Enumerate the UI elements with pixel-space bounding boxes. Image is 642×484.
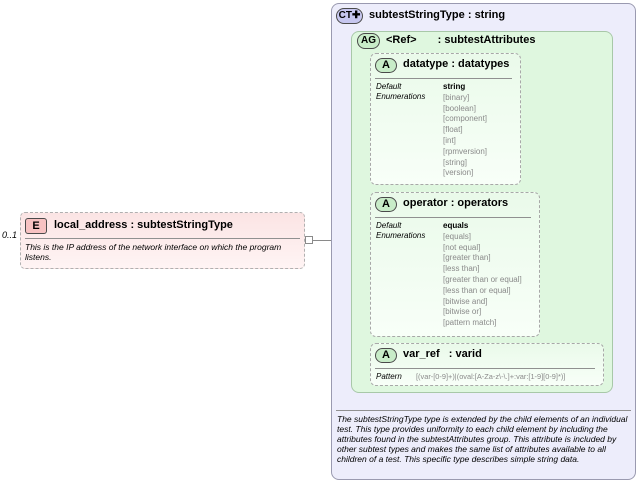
attribute-var-ref[interactable]: A var_ref : varid Pattern [(var-[0-9]+)|… bbox=[370, 343, 604, 386]
attribute-datatype-title: datatype : datatypes bbox=[403, 58, 509, 70]
complex-type-title: subtestStringType : string bbox=[369, 9, 505, 21]
attribute-var-ref-name: var_ref bbox=[403, 348, 440, 360]
attribute-datatype-name: datatype bbox=[403, 58, 449, 70]
attribute-datatype[interactable]: A datatype : datatypes Default Enumerati… bbox=[370, 53, 521, 185]
attribute-operator-colon: : bbox=[450, 197, 455, 209]
enum-item: [rpmversion] bbox=[443, 146, 488, 156]
enum-item: [string] bbox=[443, 157, 468, 167]
attribute-datatype-type: datatypes bbox=[458, 58, 510, 70]
enum-item: [bitwise or] bbox=[443, 307, 482, 317]
enum-item: [pattern match] bbox=[443, 318, 497, 328]
enum-item: [float] bbox=[443, 125, 463, 135]
attribute-operator-default-label: Default bbox=[376, 221, 402, 230]
enum-item: [not equal] bbox=[443, 242, 481, 252]
attribute-operator-badge: A bbox=[375, 197, 397, 212]
attribute-var-ref-type: varid bbox=[455, 348, 482, 360]
attribute-operator-default: equals bbox=[443, 221, 469, 230]
attribute-operator[interactable]: A operator : operators Default Enumerati… bbox=[370, 192, 540, 337]
element-title: local_address : subtestStringType bbox=[54, 219, 233, 231]
complex-type-name: subtestStringType bbox=[369, 9, 465, 21]
attribute-datatype-values: string [binary] [boolean] [component] [f… bbox=[443, 82, 487, 179]
attribute-operator-type: operators bbox=[457, 197, 509, 209]
attribute-datatype-badge: A bbox=[375, 58, 397, 73]
attribute-datatype-enum-label: Enumerations bbox=[376, 92, 426, 101]
occurrence-label: 0..1 bbox=[2, 230, 18, 240]
enum-item: [binary] bbox=[443, 92, 470, 102]
enum-item: [bitwise and] bbox=[443, 296, 488, 306]
attribute-group-badge: AG bbox=[357, 33, 380, 49]
complex-type-badge: CT✚ bbox=[336, 8, 363, 24]
enum-item: [component] bbox=[443, 114, 488, 124]
connector-element-ct bbox=[305, 240, 331, 241]
enum-item: [less than or equal] bbox=[443, 285, 511, 295]
element-badge: E bbox=[25, 218, 47, 234]
attribute-group-colon: : bbox=[437, 34, 442, 46]
enum-item: [greater than or equal] bbox=[443, 274, 522, 284]
enum-item: [boolean] bbox=[443, 103, 476, 113]
enum-item: [equals] bbox=[443, 231, 472, 241]
attribute-operator-values: equals [equals] [not equal] [greater tha… bbox=[443, 221, 522, 329]
complex-type-colon: : bbox=[467, 9, 472, 21]
attribute-operator-separator bbox=[375, 217, 531, 218]
element-type: subtestStringType bbox=[137, 219, 233, 231]
attribute-var-ref-pattern-label: Pattern bbox=[376, 372, 402, 381]
complex-type-description: The subtestStringType type is extended b… bbox=[337, 414, 628, 464]
element-name: local_address bbox=[54, 219, 128, 231]
attribute-group-name: <Ref> bbox=[386, 34, 417, 46]
attribute-operator-name: operator bbox=[403, 197, 448, 209]
element-colon: : bbox=[130, 219, 135, 231]
attribute-var-ref-pattern: [(var-[0-9]+)|(oval:[A-Za-z\-\.]+:var:[1… bbox=[416, 372, 566, 381]
attribute-datatype-default-label: Default bbox=[376, 82, 402, 91]
enum-item: [int] bbox=[443, 135, 456, 145]
attribute-var-ref-colon: : bbox=[448, 348, 453, 360]
attribute-operator-title: operator : operators bbox=[403, 197, 508, 209]
complex-type-base: string bbox=[474, 9, 506, 21]
attribute-var-ref-title: var_ref : varid bbox=[403, 348, 482, 360]
enum-item: [version] bbox=[443, 168, 474, 178]
enum-item: [greater than] bbox=[443, 253, 491, 263]
attribute-datatype-default: string bbox=[443, 82, 466, 91]
enum-item: [less than] bbox=[443, 264, 480, 274]
attribute-group-title: <Ref> : subtestAttributes bbox=[386, 34, 535, 46]
element-local-address[interactable]: E local_address : subtestStringType This… bbox=[20, 212, 305, 269]
element-description: This is the IP address of the network in… bbox=[25, 242, 282, 262]
attribute-group-ref: subtestAttributes bbox=[444, 34, 536, 46]
attribute-datatype-separator bbox=[375, 78, 512, 79]
attribute-var-ref-badge: A bbox=[375, 348, 397, 363]
attribute-operator-enum-label: Enumerations bbox=[376, 231, 426, 240]
expand-toggle-icon[interactable] bbox=[305, 236, 313, 244]
plus-icon: ✚ bbox=[351, 10, 361, 21]
complex-type-badge-text: CT bbox=[338, 10, 352, 21]
attribute-var-ref-separator bbox=[375, 368, 595, 369]
attribute-datatype-colon: : bbox=[451, 58, 455, 70]
element-separator bbox=[25, 238, 300, 239]
complex-type-separator bbox=[336, 410, 631, 411]
